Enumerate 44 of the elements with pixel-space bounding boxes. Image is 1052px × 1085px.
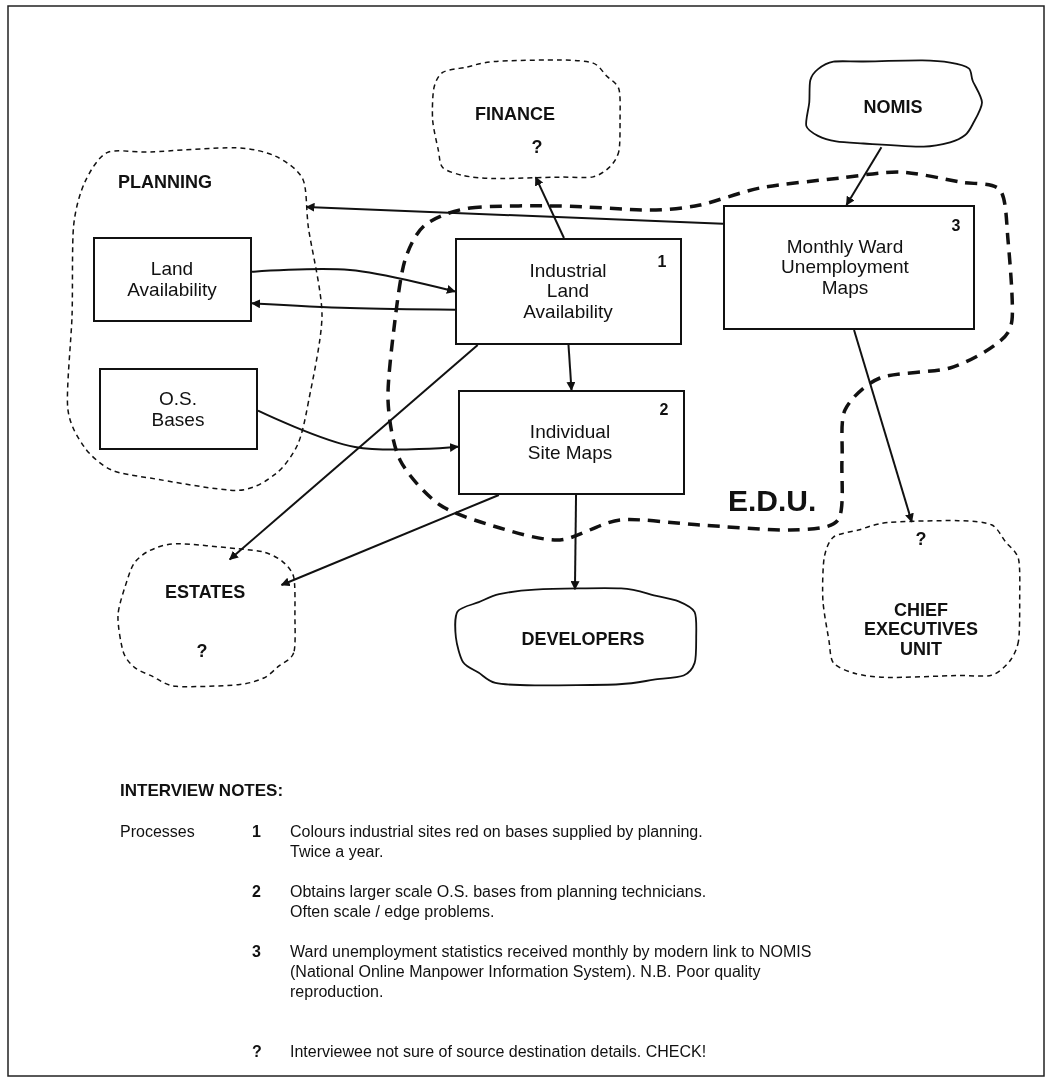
- box-label: O.S. Bases: [150, 389, 206, 431]
- box-label: Monthly Ward Unemployment Maps: [780, 236, 910, 300]
- arrow: [280, 494, 500, 587]
- notes-heading: INTERVIEW NOTES:: [120, 780, 284, 802]
- process-number: 1: [657, 253, 667, 271]
- process-number: 3: [951, 217, 961, 235]
- box-label: Industrial Land Availability: [522, 260, 614, 324]
- notes-label: Processes: [120, 822, 195, 842]
- question-mark: ?: [531, 138, 543, 158]
- arrow: [257, 409, 459, 452]
- process-number: 2: [252, 882, 261, 902]
- region-label: E.D.U.: [728, 483, 817, 517]
- cloud-label: PLANNING: [118, 173, 212, 193]
- note-text: Colours industrial sites red on bases supplied by planning. Twice a year.: [290, 822, 704, 862]
- arrow: [566, 344, 576, 391]
- note-text: Interviewee not sure of source destination details. CHECK!: [290, 1042, 707, 1062]
- arrow: [845, 146, 883, 206]
- box-label: Individual Site Maps: [526, 422, 614, 464]
- arrow: [853, 329, 914, 523]
- question-mark: ?: [915, 530, 927, 550]
- process-box: [458, 390, 685, 495]
- arrow: [251, 268, 456, 294]
- cloud-label: ESTATES: [165, 583, 246, 603]
- box-label: Land Availability: [126, 259, 218, 301]
- note-text: Ward unemployment statistics received monthly by modern link to NOMIS (National Online Manpower Information System). N.B. Poor quality reproduction.: [290, 942, 813, 1002]
- question-mark: ?: [252, 1042, 262, 1062]
- cloud-label: FINANCE: [475, 105, 555, 125]
- process-box: [723, 205, 975, 330]
- process-number: 1: [252, 822, 261, 842]
- process-number: 2: [659, 401, 669, 419]
- process-number: 3: [252, 942, 261, 962]
- process-box: [99, 368, 258, 450]
- process-box: [93, 237, 252, 322]
- arrow: [570, 494, 580, 591]
- arrow: [251, 299, 456, 311]
- cloud-label: DEVELOPERS: [521, 630, 645, 650]
- cloud-label: NOMIS: [863, 98, 923, 118]
- arrow: [305, 202, 724, 225]
- cloud-label: CHIEF EXECUTIVES UNIT: [863, 600, 979, 660]
- process-box: [455, 238, 682, 345]
- arrow: [228, 344, 479, 561]
- question-mark: ?: [196, 642, 208, 662]
- note-text: Obtains larger scale O.S. bases from planning technicians. Often scale / edge problems.: [290, 882, 708, 922]
- arrow: [534, 176, 565, 239]
